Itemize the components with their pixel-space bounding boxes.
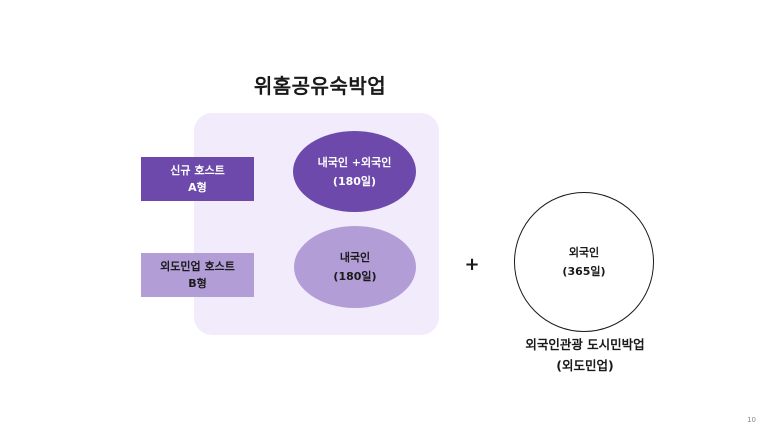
- foreign-days: (365일): [562, 265, 606, 278]
- host-b-label: 외도민업 호스트: [160, 260, 235, 273]
- domestic-ellipse: 내국인 (180일): [294, 226, 416, 308]
- slide-title: 위홈공유숙박업: [253, 74, 387, 98]
- domestic-foreign-label: 내국인 +외국인: [317, 155, 392, 169]
- foreign-caption: 외국인관광 도시민박업 (외도민업): [490, 334, 680, 376]
- page-number: 10: [747, 416, 756, 424]
- foreign-caption-title: 외국인관광 도시민박업: [525, 337, 645, 352]
- domestic-label: 내국인: [339, 251, 371, 264]
- host-a-box: 신규 호스트 A형: [141, 157, 254, 201]
- foreign-caption-abbrev: (외도민업): [556, 358, 614, 373]
- host-a-type: A형: [188, 181, 207, 194]
- domestic-foreign-days: (180일): [332, 174, 377, 188]
- host-a-label: 신규 호스트: [170, 164, 225, 177]
- domestic-foreign-ellipse: 내국인 +외국인 (180일): [293, 131, 416, 212]
- foreign-circle: 외국인 (365일): [514, 192, 654, 332]
- plus-operator: +: [464, 254, 480, 275]
- host-b-type: B형: [188, 277, 207, 290]
- domestic-days: (180일): [333, 270, 377, 283]
- foreign-label: 외국인: [568, 246, 600, 259]
- host-b-box: 외도민업 호스트 B형: [141, 253, 254, 297]
